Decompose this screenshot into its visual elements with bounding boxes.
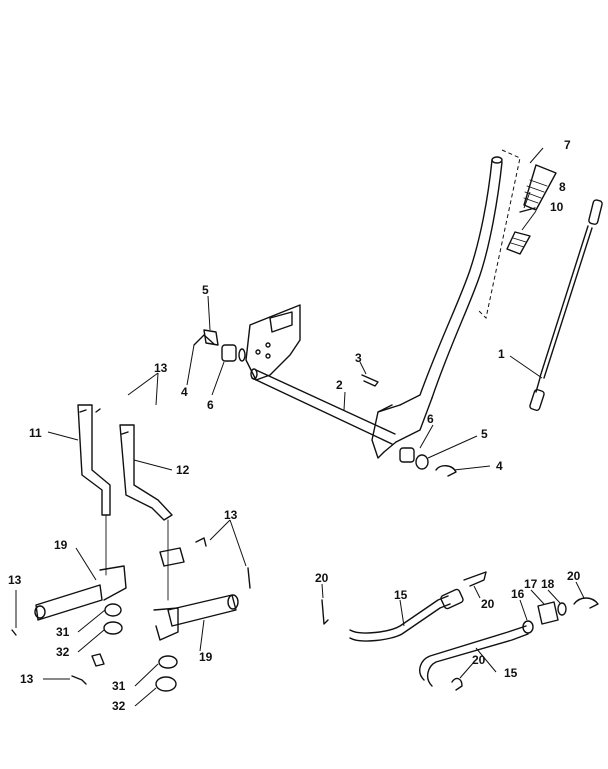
- callout-15-upper: 15: [394, 588, 408, 602]
- callout-19-left: 19: [54, 538, 68, 552]
- callout-8: 8: [559, 180, 566, 194]
- part-6-bearing-left: [221, 344, 246, 362]
- callout-18: 18: [541, 577, 555, 591]
- part-31-bushing-right: [134, 655, 178, 687]
- part-8-washer: [519, 207, 536, 213]
- callout-6-right: 6: [427, 412, 434, 426]
- callout-1: 1: [498, 347, 505, 361]
- part-5-bushing-left: [203, 329, 219, 346]
- part-3-clip: [361, 374, 379, 387]
- part-4-clip-right: [435, 465, 457, 477]
- callout-labels: 1 2 3 4 4 5 5 6 6 7 8 10 11 12 13 13 13 …: [8, 138, 581, 713]
- part-10-spring: [506, 231, 531, 255]
- lower-clip: [91, 653, 105, 667]
- part-19-lower-link-right: [153, 547, 239, 652]
- callout-20-left: 20: [315, 571, 329, 585]
- callout-19-right: 19: [199, 650, 213, 664]
- part-20-clips: [321, 571, 599, 691]
- part-18-bushing: [547, 589, 567, 616]
- part-1-lift-rod: [529, 199, 603, 411]
- part-13-clips: [11, 372, 251, 685]
- callout-16: 16: [511, 587, 525, 601]
- callout-12: 12: [176, 463, 190, 477]
- callout-13-mid: 13: [224, 508, 238, 522]
- callout-13-bottom: 13: [20, 672, 34, 686]
- part-2-cross-shaft: [250, 368, 396, 445]
- part-7-handle-grip: [523, 164, 557, 211]
- lift-handle: [371, 156, 503, 459]
- callout-20-lower: 20: [472, 653, 486, 667]
- callout-2: 2: [336, 378, 343, 392]
- part-32-washer-right: [134, 676, 177, 707]
- callout-32-right: 32: [112, 699, 126, 713]
- assembly-path: [477, 149, 521, 320]
- part-11-lift-link: [47, 404, 111, 576]
- callout-6-left: 6: [207, 398, 214, 412]
- callout-20-mid: 20: [481, 597, 495, 611]
- part-15-rod-upper: [349, 588, 464, 642]
- callout-10: 10: [550, 200, 564, 214]
- part-6-bearing-right: [399, 447, 415, 463]
- callout-11: 11: [29, 426, 42, 440]
- part-15-rod-lower: [419, 625, 529, 687]
- part-12-lift-link: [119, 424, 173, 601]
- callout-7: 7: [564, 138, 571, 152]
- callout-20-right: 20: [567, 569, 581, 583]
- part-17-trunnion: [530, 589, 559, 625]
- callout-15-lower: 15: [504, 666, 518, 680]
- callout-5-right: 5: [481, 427, 488, 441]
- part-32-washer-left: [77, 621, 123, 653]
- part-4-clip-left: [193, 334, 215, 346]
- callout-4-left: 4: [181, 385, 188, 399]
- part-16-nut: [519, 599, 534, 634]
- callout-13-top: 13: [154, 361, 168, 375]
- callout-5-left: 5: [202, 283, 209, 297]
- callout-32-left: 32: [56, 645, 70, 659]
- part-19-lower-link-left: [34, 547, 127, 621]
- part-5-bushing-right: [415, 454, 429, 470]
- callout-31-left: 31: [56, 625, 70, 639]
- mounting-plate: [245, 304, 301, 381]
- callout-3: 3: [355, 351, 362, 365]
- leader-lines: [186, 147, 544, 471]
- callout-17: 17: [524, 577, 538, 591]
- callout-31-right: 31: [112, 679, 126, 693]
- callout-4-right: 4: [496, 459, 503, 473]
- part-31-bushing-left: [77, 603, 122, 633]
- callout-13-left: 13: [8, 573, 22, 587]
